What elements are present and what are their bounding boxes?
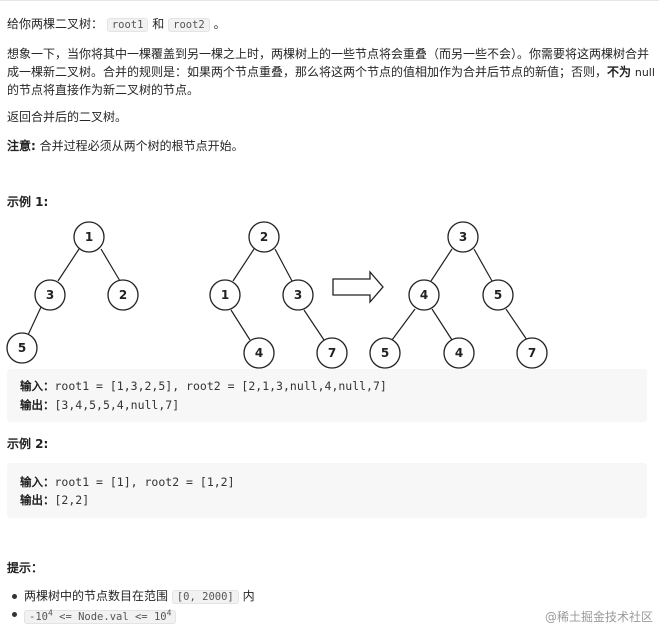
- node-value: 5: [381, 346, 389, 360]
- constraint-exp: 4: [47, 608, 53, 617]
- description-line-3: 的节点将直接作为新二叉树的节点。: [7, 83, 200, 97]
- example1-output: 输出：[3,4,5,5,4,null,7]: [20, 396, 179, 414]
- output-label: 输出：: [20, 493, 55, 507]
- note-paragraph: 注意: 合并过程必须从两个树的根节点开始。: [7, 137, 244, 155]
- input-label: 输入：: [20, 379, 55, 393]
- watermark: @稀土掘金技术社区: [544, 610, 653, 624]
- output-value: [2,2]: [54, 493, 90, 507]
- merge-arrow-icon: [332, 270, 384, 304]
- description-line-2: 成一棵新二叉树。合并的规则是：如果两个节点重叠，那么将这两个节点的值相加作为合并…: [7, 63, 655, 82]
- node-value: 7: [328, 346, 336, 360]
- null-word: null: [634, 66, 655, 79]
- constraint-mid: <= Node.val <= 10: [52, 610, 167, 623]
- example2-code-block: 输入：root1 = [1], root2 = [1,2] 输出：[2,2]: [7, 463, 647, 518]
- input-value: root1 = [1], root2 = [1,2]: [54, 475, 235, 489]
- tree-node: 5: [6, 332, 38, 364]
- description-text: 成一棵新二叉树。合并的规则是：如果两个节点重叠，那么将这两个节点的值相加作为合并…: [7, 65, 608, 79]
- node-value: 1: [221, 288, 229, 302]
- code-root2: root2: [168, 18, 210, 32]
- tree-merged: 3 4 5 5 4 7: [369, 221, 548, 369]
- node-value: 1: [85, 230, 93, 244]
- node-value: 3: [294, 288, 302, 302]
- merge-trees-diagram: 1 3 2 5 2 1 3 4 7 3 4 5 5 4 7: [6, 221, 548, 369]
- note-text: 合并过程必须从两个树的根节点开始。: [39, 139, 244, 153]
- bullet-dot: [12, 612, 17, 617]
- node-value: 2: [119, 288, 127, 302]
- tree-node: 5: [482, 279, 514, 311]
- intro-end: 。: [213, 17, 226, 31]
- node-value: 5: [494, 288, 502, 302]
- tree-node: 1: [73, 221, 105, 253]
- hint-text: 两棵树中的节点数目在范围: [24, 589, 169, 603]
- node-value: 4: [420, 288, 428, 302]
- node-value: 7: [528, 346, 536, 360]
- node-value: 4: [455, 346, 463, 360]
- bold-not: 不为: [607, 65, 632, 79]
- tree-node: 2: [107, 279, 139, 311]
- return-paragraph: 返回合并后的二叉树。: [7, 110, 128, 124]
- constraint-neg: -10: [29, 610, 48, 623]
- tree-node: 3: [282, 279, 314, 311]
- example2-input: 输入：root1 = [1], root2 = [1,2]: [20, 473, 235, 491]
- tree-node: 4: [408, 279, 440, 311]
- tree-node: 5: [369, 337, 401, 369]
- output-value: [3,4,5,5,4,null,7]: [54, 398, 180, 412]
- tree-node: 4: [243, 337, 275, 369]
- hint-item-2: -104 <= Node.val <= 104: [24, 604, 177, 626]
- tree-node: 4: [443, 337, 475, 369]
- description-line-1: 想象一下，当你将其中一棵覆盖到另一棵之上时，两棵树上的一些节点将会重叠（而另一些…: [7, 47, 650, 61]
- example1-code-block: 输入：root1 = [1,3,2,5], root2 = [2,1,3,nul…: [7, 369, 647, 422]
- tree-node: 2: [248, 221, 280, 253]
- node-value: 3: [459, 230, 467, 244]
- example2-heading: 示例 2:: [7, 437, 49, 451]
- output-label: 输出：: [20, 398, 55, 412]
- hint-text-end: 内: [242, 589, 255, 603]
- tree-node: 7: [316, 337, 348, 369]
- tree-node: 3: [447, 221, 479, 253]
- input-label: 输入：: [20, 475, 55, 489]
- tree-a: 1 3 2 5: [6, 221, 139, 364]
- code-range: [0, 2000]: [171, 590, 239, 604]
- node-value: 2: [260, 230, 268, 244]
- tree-b: 2 1 3 4 7: [209, 221, 348, 369]
- intro-paragraph: 给你两棵二叉树： root1 和 root2 。: [7, 15, 226, 34]
- node-value: 3: [46, 288, 54, 302]
- bullet-dot: [12, 594, 17, 599]
- tree-node: 3: [34, 279, 66, 311]
- example1-heading: 示例 1:: [7, 195, 49, 209]
- tree-node: 7: [516, 337, 548, 369]
- code-constraint: -104 <= Node.val <= 104: [24, 608, 177, 624]
- top-divider: [0, 0, 659, 1]
- constraint-exp2: 4: [166, 608, 172, 617]
- hints-heading: 提示：: [7, 561, 44, 575]
- tree-node: 1: [209, 279, 241, 311]
- intro-text: 给你两棵二叉树：: [7, 17, 104, 31]
- node-value: 5: [18, 341, 26, 355]
- node-value: 4: [255, 346, 263, 360]
- note-label: 注意:: [7, 139, 36, 153]
- code-root1: root1: [106, 18, 149, 32]
- example2-output: 输出：[2,2]: [20, 491, 89, 509]
- intro-and: 和: [152, 17, 165, 31]
- example1-input: 输入：root1 = [1,3,2,5], root2 = [2,1,3,nul…: [20, 377, 387, 395]
- input-value: root1 = [1,3,2,5], root2 = [2,1,3,null,4…: [54, 379, 387, 393]
- hint-item-1: 两棵树中的节点数目在范围 [0, 2000] 内: [24, 587, 255, 606]
